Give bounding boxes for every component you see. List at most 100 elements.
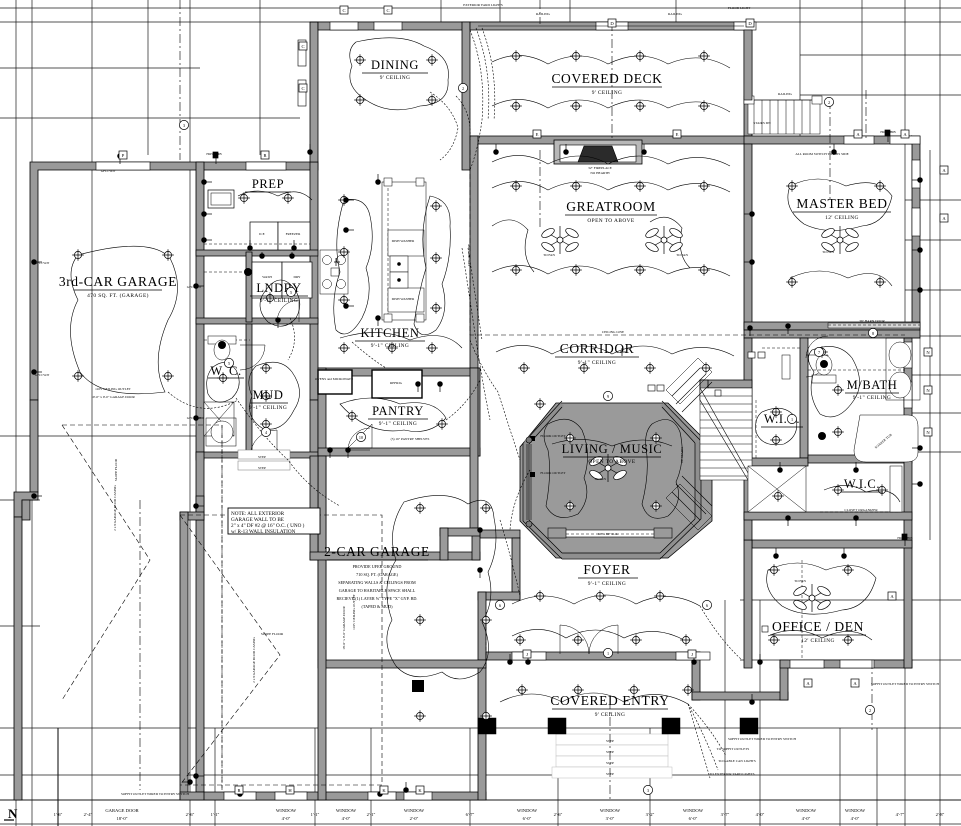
callout-number: 5 bbox=[290, 290, 292, 295]
dim-label: WINDOW bbox=[600, 808, 621, 813]
tag-letter: C bbox=[301, 86, 304, 91]
step-label: STEP bbox=[606, 750, 614, 754]
tag-letter: A bbox=[856, 132, 860, 137]
room-label-living-music: LIVING / MUSIC OPEN TO ABOVE bbox=[562, 442, 662, 465]
detail-callout: 9 bbox=[603, 391, 613, 401]
room-sub: 12' CEILING bbox=[825, 215, 859, 221]
door-window-tag: A bbox=[803, 678, 813, 688]
dim-label: WINDOW bbox=[404, 808, 425, 813]
dim-label: WINDOW bbox=[796, 808, 817, 813]
tag-letter: E bbox=[536, 132, 539, 137]
annotation: TO FAN bbox=[543, 253, 555, 257]
room-name: PANTRY bbox=[372, 404, 424, 418]
annotation: 110V CEILING OUTLET bbox=[95, 387, 132, 391]
room-name: PREP bbox=[252, 177, 284, 191]
light-fixtures bbox=[72, 50, 888, 722]
annotation: CEILING LINE bbox=[602, 330, 624, 334]
tag-letter: D bbox=[610, 21, 614, 26]
annotation: RAILING bbox=[668, 12, 682, 16]
annotation: 18'-0" x 9'-0" GARAGE DOOR bbox=[342, 605, 346, 649]
callout-number: 2 bbox=[828, 100, 830, 105]
appliance-label: REFRIG bbox=[390, 381, 403, 385]
detail-callout: 6 bbox=[702, 600, 712, 610]
dim-label: GARAGE DOOR bbox=[105, 808, 139, 813]
room-sub: OPEN TO ABOVE bbox=[587, 218, 635, 224]
tag-letter: A bbox=[942, 216, 946, 221]
dim-value: 3'-0" bbox=[606, 816, 615, 821]
annotation: FLOOR OUTLET bbox=[540, 471, 566, 475]
callout-number: 2 bbox=[869, 708, 871, 713]
room-name: MASTER BED bbox=[796, 196, 887, 211]
dim-label: WINDOW bbox=[336, 808, 357, 813]
annotation: GFCI W/P bbox=[187, 285, 202, 289]
dim-value: 6'-7" bbox=[466, 812, 475, 817]
garage-note-3: GARAGE TO HABITABLE SPACE SHALL bbox=[339, 588, 416, 593]
dim-label: WINDOW bbox=[517, 808, 538, 813]
detail-callout: 2 bbox=[865, 705, 875, 715]
detail-callout: 2 bbox=[458, 83, 468, 93]
annotation: SOFFIT OUTLET WIRED TO ENTRY SWITCH bbox=[121, 792, 190, 796]
room-name: GREATROOM bbox=[566, 199, 655, 214]
bottom-dimension-strip: GARAGE DOOR18'-0"WINDOW4'-0"WINDOW4'-0"W… bbox=[54, 808, 945, 821]
tag-letter: C bbox=[342, 8, 345, 13]
detail-callout: 5 bbox=[286, 287, 296, 297]
callout-number: 4 bbox=[265, 430, 268, 435]
callout-number: 1 bbox=[791, 417, 793, 422]
reference-lines bbox=[61, 0, 905, 800]
door-window-tag: N bbox=[923, 347, 933, 357]
note-line-0: NOTE: ALL EXTERIOR bbox=[231, 511, 285, 517]
dim-value: 2'-6" bbox=[554, 812, 563, 817]
door-window-tag: A bbox=[850, 678, 860, 688]
room-label-wic-lower: W.I.C. bbox=[841, 477, 883, 493]
room-name: M/BATH bbox=[847, 378, 898, 392]
room-labels: 3rd-CAR GARAGE 470 SQ. FT. (GARAGE) PREP… bbox=[59, 58, 899, 718]
tag-letter: A bbox=[890, 594, 894, 599]
annotation: 10'-0" x 9'-0" GARAGE DOOR bbox=[91, 395, 135, 399]
tag-letter: N bbox=[926, 350, 930, 355]
room-label-prep: PREP bbox=[245, 177, 291, 193]
annotation: 36" BARN DOOR bbox=[859, 319, 885, 323]
room-label-pantry: PANTRY 9'-1" CEILING bbox=[368, 404, 428, 427]
note-line-3: w/ R-13 WALL INSULATION bbox=[231, 529, 296, 535]
room-label-greatroom: GREATROOM OPEN TO ABOVE bbox=[565, 199, 657, 224]
appliance-labels: ICE FREEZER WASH DRY DISH WASHER DISH WA… bbox=[259, 232, 415, 385]
room-sub: 9'-1" CEILING bbox=[371, 343, 409, 349]
callout-number: 8 bbox=[872, 331, 874, 336]
callout-number: 3 bbox=[647, 788, 649, 793]
door-window-tag: D bbox=[745, 18, 755, 28]
room-name: 3rd-CAR GARAGE bbox=[59, 274, 177, 289]
appliance-label: ICE bbox=[259, 232, 264, 236]
bottom-dimension: WINDOW 3'-0" bbox=[600, 808, 621, 821]
room-label-foyer: FOYER 9'-1" CEILING bbox=[578, 562, 638, 587]
dim-value: 2'-6" bbox=[186, 812, 195, 817]
tag-letter: H bbox=[288, 788, 292, 793]
door-window-tag: H bbox=[285, 785, 295, 795]
tag-letter: R bbox=[237, 788, 241, 793]
garage-note-5: (TAPED & MUD) bbox=[361, 604, 393, 609]
dim-label: WINDOW bbox=[276, 808, 297, 813]
annotation: EXTERIOR YARD LIGHTS bbox=[463, 3, 503, 7]
appliance-label: DRY bbox=[294, 275, 302, 279]
annotation: TO FAN bbox=[794, 579, 806, 583]
door-window-tag: C bbox=[339, 5, 349, 15]
room-name: W.I.C. bbox=[844, 477, 880, 491]
room-label-office-den: OFFICE / DEN 12' CEILING bbox=[770, 619, 866, 644]
annotation: ALL ROOM SWITCH TO THIS SIDE bbox=[795, 152, 848, 156]
glass-walls bbox=[525, 436, 673, 539]
tag-letter: N bbox=[926, 388, 930, 393]
detail-callout: 7 bbox=[814, 347, 824, 357]
detail-callout: 10 bbox=[356, 432, 366, 442]
annotation: TO EXTERIOR YARD LIGHTS bbox=[710, 772, 755, 776]
annotation: GFCI W/P bbox=[35, 261, 50, 265]
tag-letter: D bbox=[748, 21, 752, 26]
room-name: KITCHEN bbox=[360, 326, 419, 340]
room-name: W. C. bbox=[210, 364, 241, 378]
garage-note-0: PROVIDE UFER GROUND bbox=[353, 564, 402, 569]
appliance-label: DISH WASHER bbox=[392, 239, 415, 243]
callout-number: 3 bbox=[183, 123, 185, 128]
